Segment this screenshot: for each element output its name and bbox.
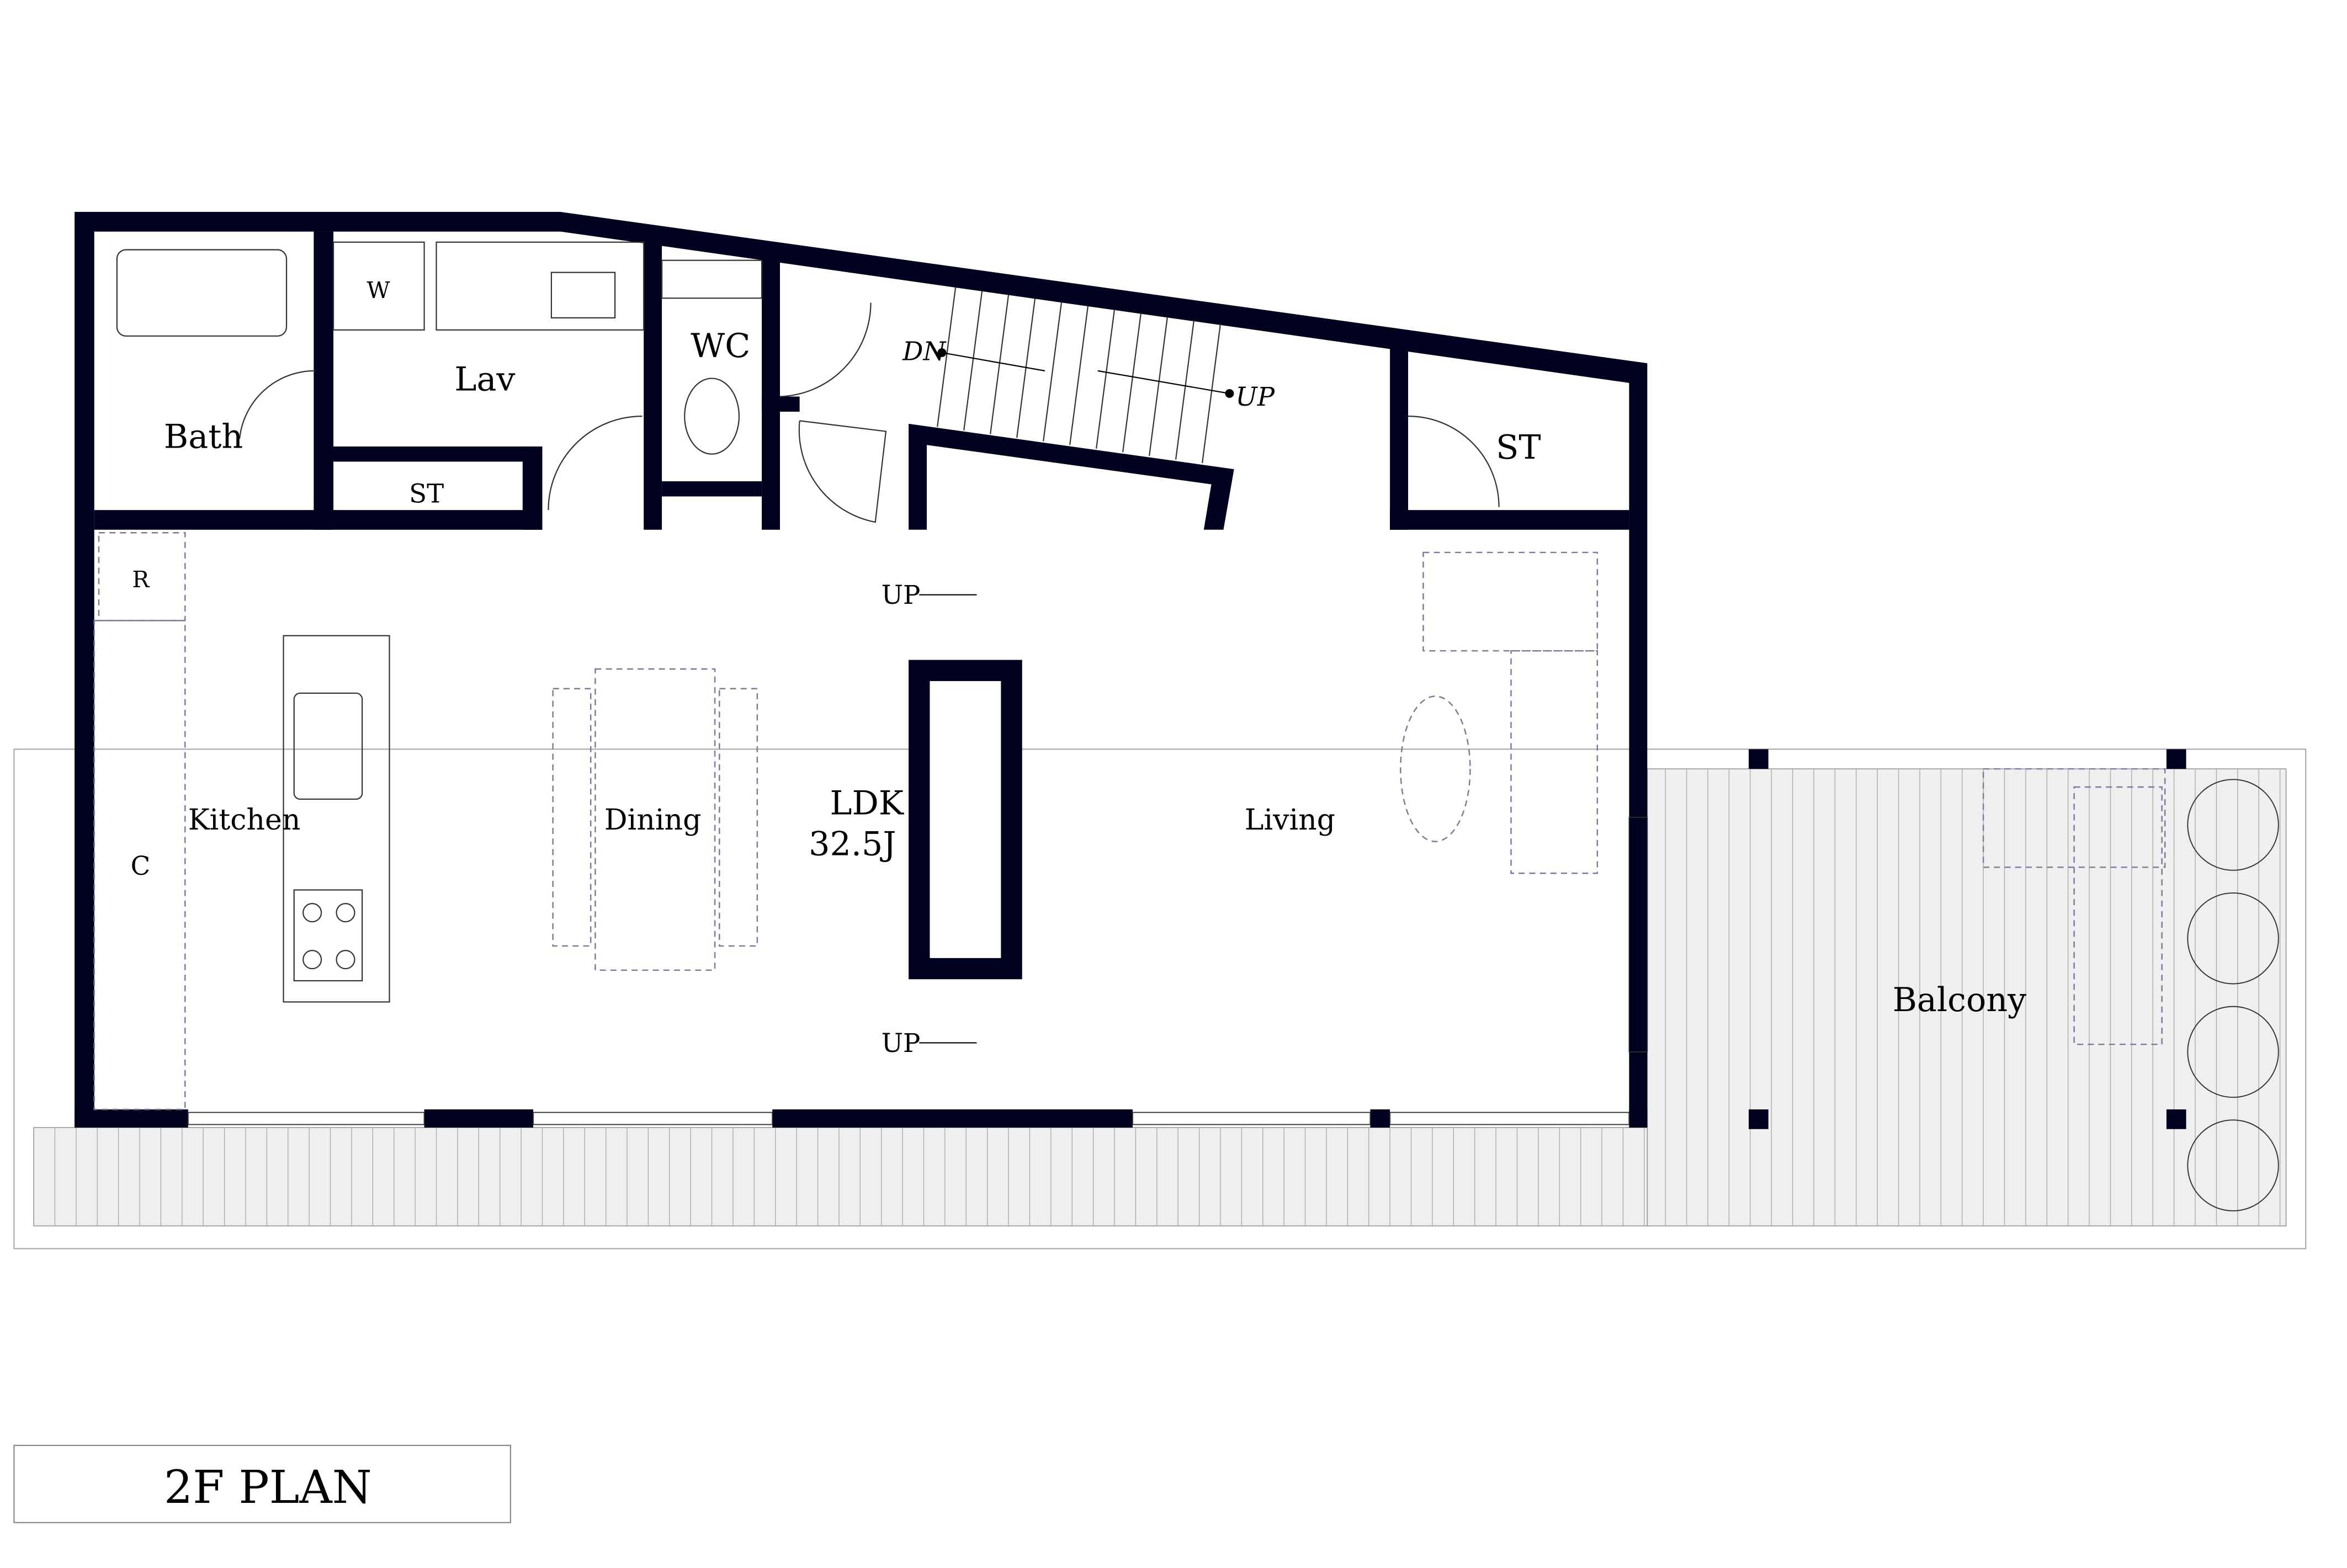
door-swing [548, 416, 642, 511]
fixtures [116, 241, 1500, 1003]
furniture [93, 532, 1599, 1110]
room-label-living: Living [1245, 804, 1335, 837]
walls [75, 211, 1648, 1128]
closet [93, 620, 186, 1110]
plan-title-box: 2F PLAN [13, 1444, 511, 1523]
washer-icon [332, 241, 425, 331]
room-label-ldk: LDK [830, 784, 904, 822]
stove-icon [293, 889, 363, 982]
stair-tread [937, 287, 957, 427]
balcony-post [1749, 749, 1769, 769]
closet-label: C [131, 851, 151, 881]
door-swing [779, 302, 872, 397]
door-swing [1408, 416, 1500, 507]
room-label-balcony: Balcony [1893, 981, 2027, 1019]
step-up-label: UP [882, 1028, 921, 1058]
room-label-wc: WC [691, 327, 750, 365]
room-label-lav: Lav [454, 360, 515, 399]
balcony-post [1749, 1109, 1769, 1129]
room-area: 32.5J [809, 825, 896, 863]
room-label-kitchen: Kitchen [188, 804, 301, 837]
planter-icon [2187, 779, 2279, 1211]
door-swing [798, 420, 887, 523]
toilet-icon [684, 378, 740, 455]
bathtub-icon [116, 249, 288, 337]
stair-up-label: UP [1235, 382, 1275, 412]
stair-tread [1096, 309, 1116, 449]
sink-icon [293, 692, 363, 800]
stair-tread [990, 295, 1010, 434]
room-label-storage-right: ST [1496, 428, 1541, 467]
coffee-table [1400, 695, 1471, 842]
stair-tread [1043, 302, 1063, 442]
stair-tread [1149, 316, 1169, 456]
stair-tread [1175, 320, 1195, 460]
balcony-area [13, 748, 2307, 1250]
sofa [1422, 551, 1599, 652]
room-label-dining: Dining [604, 804, 702, 837]
stair-down-label: DN [902, 337, 947, 366]
windows [187, 1112, 1630, 1125]
stair-tread [1122, 312, 1142, 453]
room-label-bath: Bath [164, 418, 243, 456]
stair-direction [919, 348, 1234, 1044]
stair-tread [1202, 323, 1222, 464]
stair-tread [963, 291, 983, 431]
balcony-post [2166, 1109, 2186, 1129]
dining-table [594, 668, 716, 971]
room-label-storage: ST [409, 479, 444, 508]
washer-label: W [367, 277, 390, 304]
sink-icon [550, 272, 616, 318]
kitchen-island [283, 635, 390, 1003]
refrigerator-label: R [132, 566, 150, 593]
balcony-post [2166, 749, 2186, 769]
plan-title: 2F PLAN [164, 1461, 372, 1514]
stair-tread [1069, 305, 1089, 445]
step-up-label: UP [882, 580, 921, 610]
